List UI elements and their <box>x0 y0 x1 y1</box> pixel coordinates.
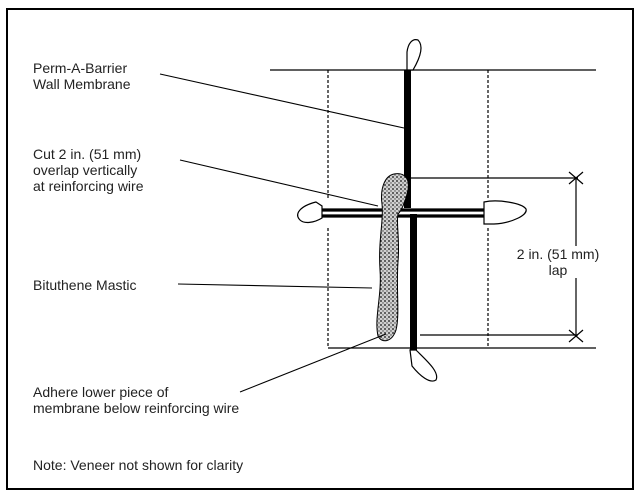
wire-break-right <box>483 200 527 225</box>
label-cut-overlap: Cut 2 in. (51 mm) overlap vertically at … <box>33 146 144 194</box>
membrane-break-bottom <box>409 349 438 382</box>
label-note: Note: Veneer not shown for clarity <box>33 457 244 473</box>
leader-membrane <box>159 73 405 129</box>
upper-masonry-course <box>270 69 596 198</box>
lower-membrane-piece <box>410 214 417 350</box>
membrane-break-top <box>406 39 422 71</box>
wire-break-left <box>297 201 323 224</box>
reinforcing-wire <box>312 208 492 218</box>
leader-cut-overlap <box>179 159 379 207</box>
bituthene-mastic-bead <box>376 173 409 342</box>
leader-lines <box>159 73 405 393</box>
leader-adhere <box>239 333 387 393</box>
drawing-border <box>6 8 634 490</box>
label-adhere: Adhere lower piece of membrane below rei… <box>33 384 240 416</box>
label-lap-dimension: 2 in. (51 mm) lap <box>496 246 620 278</box>
leader-mastic <box>177 283 373 289</box>
label-mastic: Bituthene Mastic <box>33 277 137 293</box>
lower-masonry-course <box>327 228 596 349</box>
label-membrane: Perm-A-Barrier Wall Membrane <box>33 60 131 92</box>
upper-membrane-piece <box>404 70 411 208</box>
